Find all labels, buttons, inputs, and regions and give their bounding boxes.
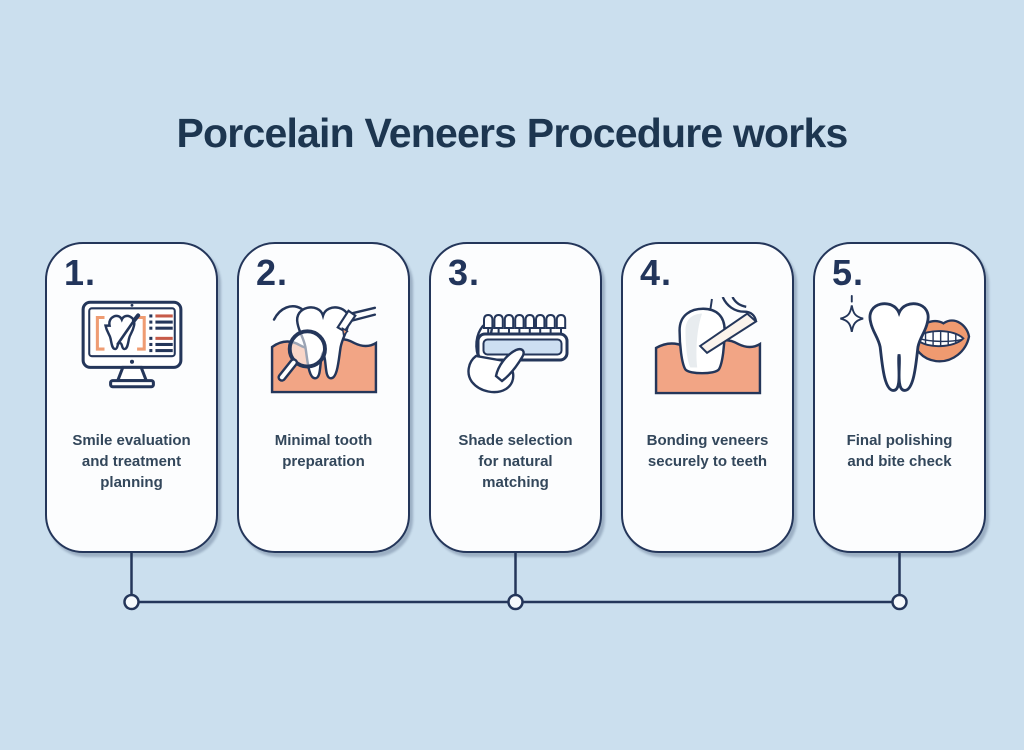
- step-card-2: 2. Minimal tooth preparation: [237, 242, 410, 553]
- step-label: Final polishing and bite check: [846, 432, 953, 470]
- step-card-1: 1.: [45, 242, 218, 553]
- step-card-5: 5. Final polishing and bite check: [813, 242, 986, 553]
- step-label: Shade selection for natural matching: [458, 432, 573, 491]
- veneer-bonding-tweezers-icon: [633, 296, 783, 396]
- step-card-3: 3.: [429, 242, 602, 553]
- timeline-node-1: [123, 593, 140, 611]
- page-title: Porcelain Veneers Procedure works: [176, 110, 849, 156]
- step-number: 5.: [832, 252, 865, 293]
- timeline-node-2: [507, 593, 524, 611]
- step-label: Smile evaluation and treatment planning: [72, 432, 191, 491]
- step-number: 1.: [64, 252, 97, 293]
- step-label: Bonding veneers securely to teeth: [646, 432, 769, 470]
- timeline-node-3: [891, 593, 908, 611]
- step-card-4: 4. Bonding veneers securely to teeth: [621, 242, 794, 553]
- monitor-tooth-scan-icon: [57, 296, 207, 396]
- tooth-drill-magnifier-icon: [249, 296, 399, 396]
- step-number: 2.: [256, 252, 289, 293]
- step-number: 4.: [640, 252, 673, 293]
- step-label: Minimal tooth preparation: [274, 432, 373, 470]
- shade-guide-hand-icon: [441, 296, 591, 396]
- step-number: 3.: [448, 252, 481, 293]
- polished-tooth-smile-icon: [825, 294, 975, 396]
